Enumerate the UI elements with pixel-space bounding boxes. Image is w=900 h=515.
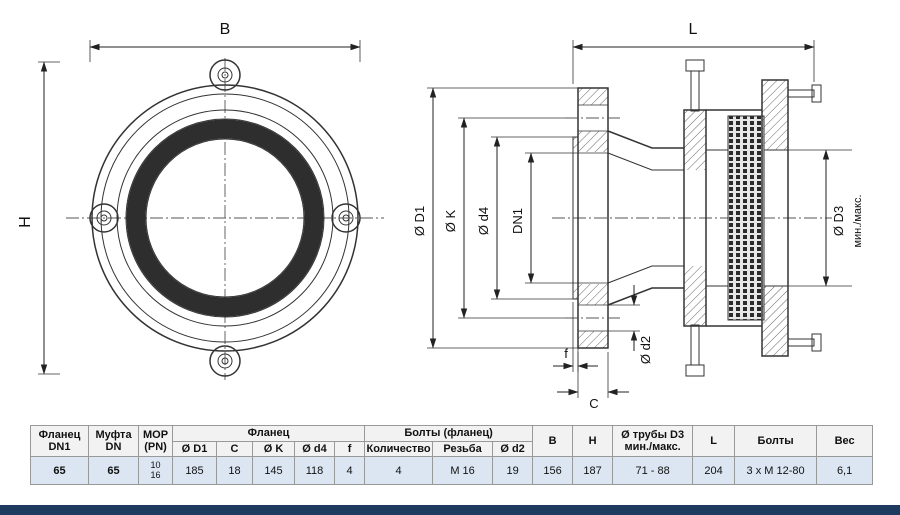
header-flange-group: Фланец bbox=[171, 425, 366, 442]
clamp-bolt-top bbox=[685, 59, 705, 112]
cell-c: 18 bbox=[216, 456, 253, 486]
footer-bar bbox=[0, 505, 900, 515]
front-view bbox=[66, 58, 384, 380]
cell-d2: 19 bbox=[492, 456, 534, 486]
header-k: Ø K bbox=[252, 440, 295, 458]
neck-cone bbox=[607, 130, 684, 306]
header-thread: Резьба bbox=[432, 440, 494, 458]
header-l: L bbox=[692, 424, 736, 458]
table-row: 65 65 10 16 185 18 145 118 4 4 M 16 19 1… bbox=[30, 456, 874, 486]
spec-table: Фланец DN1 Муфта DN MOP (PN) Фланец Болт… bbox=[30, 424, 874, 486]
header-qty: Количество bbox=[364, 440, 434, 458]
axial-bolt-bottom bbox=[787, 333, 822, 352]
cell-weight: 6,1 bbox=[816, 456, 874, 486]
cell-qty: 4 bbox=[364, 456, 434, 486]
header-mufta-dn: Муфта DN bbox=[88, 424, 139, 458]
side-dimensions: L Ø D1 Ø K Ø d4 DN1 Ø D3 мин./макс. Ø d2 bbox=[412, 21, 864, 411]
header-pipe-d3: Ø трубы D3 мин./макс. bbox=[612, 424, 694, 458]
cell-d1: 185 bbox=[172, 456, 217, 486]
front-dimensions: B H bbox=[17, 21, 361, 375]
bolt-lug-bottom bbox=[209, 345, 241, 377]
cell-thread: M 16 bbox=[432, 456, 494, 486]
end-flange-section bbox=[761, 79, 789, 357]
header-weight: Вес bbox=[816, 424, 874, 458]
header-bolts-group: Болты (фланец) bbox=[364, 425, 534, 442]
dim-d1-label: Ø D1 bbox=[412, 206, 427, 236]
technical-drawing: B H bbox=[17, 21, 864, 411]
flange-section bbox=[565, 87, 620, 349]
coupling-ring bbox=[683, 109, 707, 327]
header-bolts: Болты bbox=[734, 424, 818, 458]
cell-h: 187 bbox=[572, 456, 614, 486]
dim-h-label: H bbox=[17, 216, 34, 228]
side-view bbox=[552, 59, 832, 377]
clamp-bolt-bottom bbox=[685, 324, 705, 377]
cell-b: 156 bbox=[532, 456, 574, 486]
dim-d3-label: Ø D3 bbox=[831, 206, 846, 236]
cell-d4: 118 bbox=[294, 456, 335, 486]
header-d1: Ø D1 bbox=[172, 440, 217, 458]
header-flange-dn1: Фланец DN1 bbox=[30, 424, 89, 458]
header-h: H bbox=[572, 424, 614, 458]
header-d4: Ø d4 bbox=[294, 440, 335, 458]
bolt-lug-top bbox=[209, 59, 241, 91]
dim-dn1-label: DN1 bbox=[510, 208, 525, 234]
grip-ring bbox=[727, 115, 765, 321]
dim-k-label: Ø K bbox=[443, 209, 458, 232]
cell-bolts: 3 x M 12-80 bbox=[734, 456, 818, 486]
dim-d2-label: Ø d2 bbox=[638, 336, 653, 364]
cell-dn1: 65 bbox=[30, 456, 89, 486]
header-d2: Ø d2 bbox=[492, 440, 534, 458]
dim-b-label: B bbox=[220, 21, 231, 38]
dim-f-label: f bbox=[564, 346, 568, 361]
cell-l: 204 bbox=[692, 456, 736, 486]
dim-l-label: L bbox=[689, 21, 698, 38]
header-c: C bbox=[216, 440, 253, 458]
cell-dn: 65 bbox=[88, 456, 139, 486]
cell-mop: 10 16 bbox=[138, 456, 173, 486]
dim-c-label: C bbox=[589, 396, 598, 411]
cell-k: 145 bbox=[252, 456, 295, 486]
header-f: f bbox=[333, 440, 366, 458]
cell-f: 4 bbox=[333, 456, 366, 486]
bolt-lug-left bbox=[89, 203, 119, 233]
cell-pipe-d3: 71 - 88 bbox=[612, 456, 694, 486]
axial-bolt-top bbox=[787, 84, 822, 103]
header-b: B bbox=[532, 424, 574, 458]
dim-d4-label: Ø d4 bbox=[476, 207, 491, 235]
dim-d3-range-label: мин./макс. bbox=[852, 194, 864, 247]
header-mop: MOP (PN) bbox=[138, 424, 173, 458]
bolt-lug-right bbox=[331, 203, 361, 233]
